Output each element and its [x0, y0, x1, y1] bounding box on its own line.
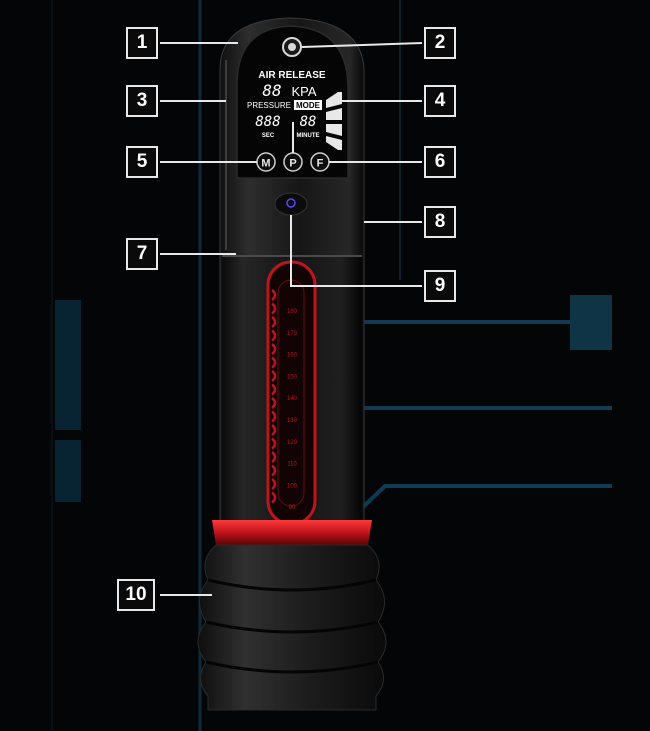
chamber-ridge [271, 491, 277, 504]
scale-mark: 160 [287, 353, 298, 359]
scale-mark: 140 [287, 396, 298, 402]
callout-2: 2 [424, 27, 456, 59]
function-button[interactable]: F [310, 152, 330, 172]
scale-mark: 120 [287, 440, 298, 446]
chamber-ridge [271, 410, 277, 423]
lcd-display [236, 25, 349, 179]
chamber-ridge [271, 397, 277, 409]
chamber-ridge [271, 464, 277, 477]
scale-mark: 110 [287, 462, 297, 468]
air-release-label: AIR RELEASE [258, 70, 326, 81]
callout-1: 1 [126, 27, 158, 59]
chamber-ridges [271, 289, 277, 504]
chamber-ridge [271, 343, 277, 355]
scale-mark: 150 [287, 374, 298, 380]
minutes-label: MINUTE [297, 133, 320, 139]
scale-mark: 100 [287, 483, 298, 489]
chamber-ridge [271, 289, 277, 301]
silicone-sleeve [197, 544, 387, 711]
measuring-chamber: 180 170 160 150 140 130 120 110 100 90 [266, 260, 317, 526]
scale-mark: 180 [287, 309, 298, 315]
pressure-unit: KPA [291, 84, 316, 99]
chamber-ridge [271, 329, 277, 342]
callout-6: 6 [424, 146, 456, 178]
callout-10: 10 [117, 579, 155, 611]
chamber-ridge [271, 451, 277, 463]
chamber-ridge [271, 437, 277, 450]
callout-3: 3 [126, 85, 158, 117]
chamber-ridge [271, 370, 277, 382]
seconds-readout: 888 [255, 114, 280, 130]
chamber-ridge [271, 383, 277, 396]
chamber-ridge [271, 424, 277, 436]
mode-button[interactable]: M [256, 152, 276, 172]
pressure-readout: 88 [262, 81, 281, 100]
scale-mark: 90 [289, 505, 296, 511]
mode-label-bg [294, 100, 322, 110]
chamber-ridge [271, 478, 277, 490]
indicator-light [274, 192, 308, 216]
pump-button[interactable]: P [283, 152, 303, 172]
pump-button-glyph: P [289, 158, 296, 170]
pressure-label: PRESSURE [247, 101, 291, 110]
callout-4: 4 [424, 85, 456, 117]
function-button-glyph: F [317, 158, 324, 170]
callout-7: 7 [126, 238, 158, 270]
callout-5: 5 [126, 146, 158, 178]
mode-label: MODE [296, 101, 321, 110]
callout-8: 8 [424, 206, 456, 238]
leader-lines [160, 42, 423, 596]
minutes-readout: 88 [300, 114, 317, 130]
power-button[interactable] [282, 37, 302, 57]
scale-mark: 130 [287, 418, 298, 424]
callout-9: 9 [424, 270, 456, 302]
chamber-scale: 180 170 160 150 140 130 120 110 100 90 [287, 309, 298, 511]
seconds-label: SEC [262, 133, 275, 139]
mode-level-bars-icon [326, 92, 342, 150]
chamber-ridge [271, 356, 277, 369]
mode-button-glyph: M [261, 158, 270, 170]
chamber-ridge [271, 316, 277, 328]
red-band [212, 520, 372, 545]
scale-mark: 170 [287, 331, 298, 337]
chamber-ridge [271, 302, 277, 315]
